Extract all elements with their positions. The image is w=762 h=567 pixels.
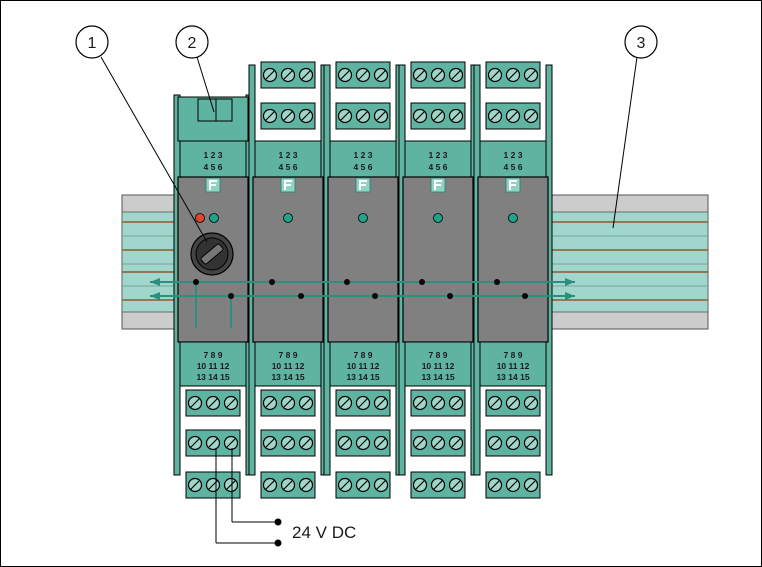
top-terminal-row1: 1 2 3 <box>429 150 448 160</box>
bottom-terminal-row2: 10 11 12 <box>197 361 230 371</box>
bottom-label-block <box>404 341 472 387</box>
top-terminal-row1: 1 2 3 <box>279 150 298 160</box>
callout-3: 3 <box>612 25 658 229</box>
supply-wiring: 24 V DC <box>215 448 356 547</box>
callout-1: 1 <box>75 25 208 243</box>
top-label-block <box>479 140 547 178</box>
bottom-label-block <box>329 341 397 387</box>
callout-2: 2 <box>175 25 215 113</box>
supply-label: 24 V DC <box>292 523 356 542</box>
bus-junction <box>298 293 304 299</box>
bottom-terminal-row2: 10 11 12 <box>422 361 455 371</box>
bottom-terminal-row3: 13 14 15 <box>496 372 529 382</box>
bus-junction <box>344 279 350 285</box>
callout-1-label: 1 <box>88 35 97 52</box>
module-housing <box>477 176 549 343</box>
top-terminal-row2: 4 5 6 <box>279 162 298 172</box>
status-led-icon <box>283 213 293 223</box>
top-terminal-row1: 1 2 3 <box>354 150 373 160</box>
bus-junction <box>419 279 425 285</box>
logo-icon <box>505 177 521 193</box>
bus-junction <box>522 293 528 299</box>
top-label-block <box>404 140 472 178</box>
top-terminal-row2: 4 5 6 <box>204 162 223 172</box>
bottom-terminal-row2: 10 11 12 <box>272 361 305 371</box>
top-label-block <box>254 140 322 178</box>
bottom-terminal-row1: 7 8 9 <box>429 350 448 360</box>
bus-junction <box>447 293 453 299</box>
bottom-terminal-row3: 13 14 15 <box>346 372 379 382</box>
logo-icon <box>205 177 221 193</box>
bottom-terminal-row3: 13 14 15 <box>196 372 229 382</box>
status-led-icon <box>358 213 368 223</box>
bus-junction <box>269 279 275 285</box>
fuse-holder-icon <box>190 232 234 276</box>
bottom-terminal-row1: 7 8 9 <box>354 350 373 360</box>
status-led-icon <box>195 213 205 223</box>
module-housing <box>252 176 324 343</box>
bottom-terminal-row2: 10 11 12 <box>497 361 530 371</box>
top-terminal-row2: 4 5 6 <box>429 162 448 172</box>
top-terminal-row2: 4 5 6 <box>504 162 523 172</box>
bus-junction <box>193 279 199 285</box>
module-housing <box>327 176 399 343</box>
top-terminal-row1: 1 2 3 <box>204 150 223 160</box>
bottom-label-block <box>479 341 547 387</box>
bottom-terminal-row3: 13 14 15 <box>271 372 304 382</box>
bottom-terminal-row1: 7 8 9 <box>279 350 298 360</box>
module-housing <box>402 176 474 343</box>
bus-junction <box>228 293 234 299</box>
status-led-icon <box>433 213 443 223</box>
top-label-block <box>329 140 397 178</box>
bus-junction <box>372 293 378 299</box>
bottom-terminal-row2: 10 11 12 <box>347 361 380 371</box>
callout-3-label: 3 <box>637 35 646 52</box>
bottom-label-block <box>254 341 322 387</box>
callout-2-label: 2 <box>188 35 197 52</box>
bottom-terminal-row3: 13 14 15 <box>421 372 454 382</box>
status-led-icon <box>508 213 518 223</box>
logo-icon <box>430 177 446 193</box>
top-terminal-row1: 1 2 3 <box>504 150 523 160</box>
status-led-icon <box>209 213 219 223</box>
bus-junction <box>494 279 500 285</box>
bottom-terminal-row1: 7 8 9 <box>204 350 223 360</box>
bottom-terminal-row1: 7 8 9 <box>504 350 523 360</box>
logo-icon <box>355 177 371 193</box>
bottom-label-block <box>179 341 247 387</box>
logo-icon <box>280 177 296 193</box>
bus-lines <box>150 278 575 328</box>
top-terminal-row2: 4 5 6 <box>354 162 373 172</box>
